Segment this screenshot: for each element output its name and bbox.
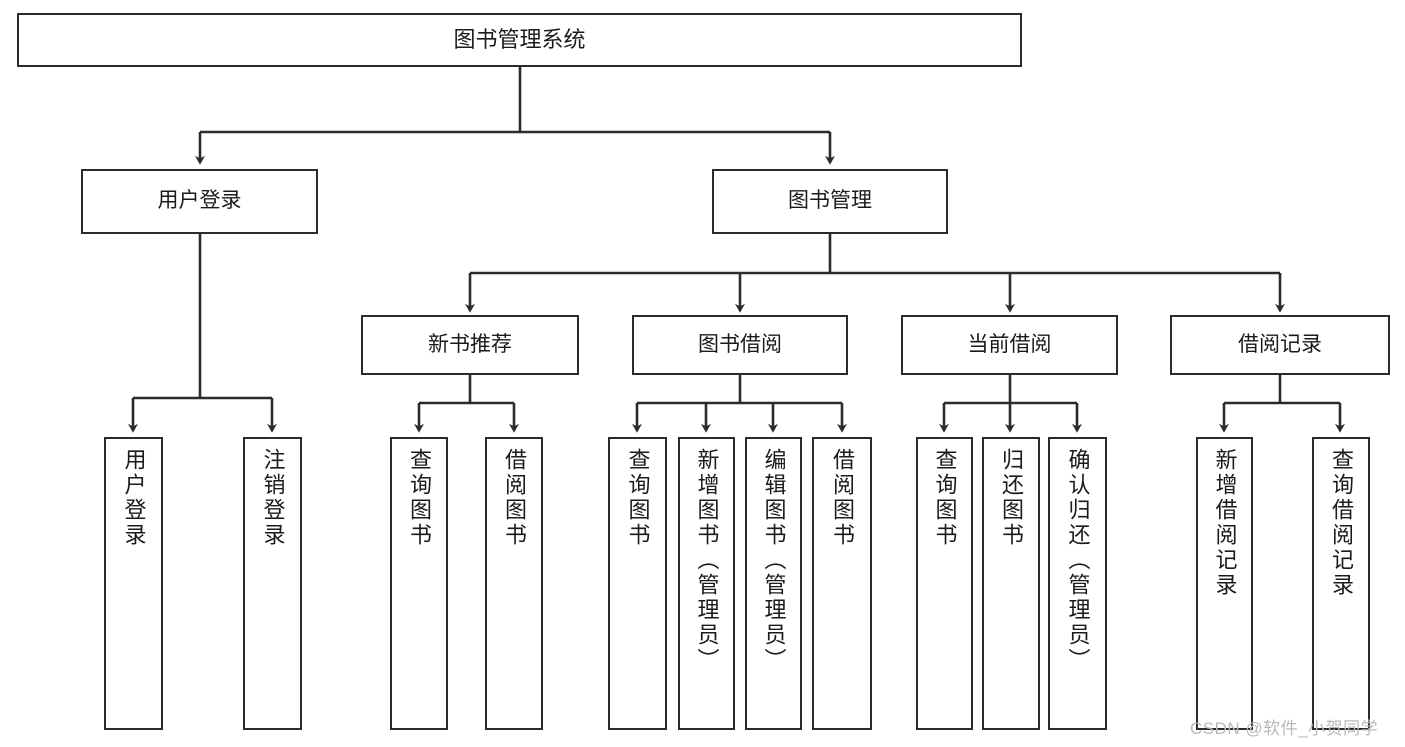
- node-label: 图书管理系统: [453, 27, 586, 53]
- node-label: 用户登录: [157, 189, 242, 213]
- node-user-login[interactable]: 用户登录: [81, 169, 318, 234]
- node-label: 借阅图书: [830, 448, 855, 548]
- node-label: 查询图书: [932, 448, 958, 548]
- node-label: 当前借阅: [967, 332, 1052, 356]
- node-leaf-return-books[interactable]: 归还图书: [982, 437, 1040, 730]
- node-leaf-user-login[interactable]: 用户登录: [104, 437, 163, 730]
- node-current-borrowing[interactable]: 当前借阅: [901, 315, 1118, 375]
- node-leaf-logout[interactable]: 注销登录: [243, 437, 302, 730]
- node-label: 借阅记录: [1238, 332, 1322, 356]
- node-label: 新增图书（管理员）: [694, 448, 720, 673]
- node-leaf-add-borrow-record[interactable]: 新增借阅记录: [1196, 437, 1253, 730]
- node-label: 编辑图书（管理员）: [761, 448, 787, 673]
- node-label: 确认归还（管理员）: [1065, 448, 1091, 673]
- node-label: 图书管理: [788, 189, 872, 213]
- node-label: 借阅图书: [502, 448, 527, 548]
- node-label: 查询图书: [407, 448, 432, 548]
- node-leaf-add-book-admin[interactable]: 新增图书（管理员）: [678, 437, 735, 730]
- node-leaf-query-books-recommend[interactable]: 查询图书: [390, 437, 448, 730]
- node-leaf-borrow-books[interactable]: 借阅图书: [812, 437, 872, 730]
- node-root-library-system[interactable]: 图书管理系统: [17, 13, 1022, 67]
- node-leaf-query-books-borrow[interactable]: 查询图书: [608, 437, 667, 730]
- node-label: 用户登录: [121, 448, 147, 548]
- node-leaf-confirm-return-admin[interactable]: 确认归还（管理员）: [1048, 437, 1107, 730]
- node-label: 新增借阅记录: [1212, 448, 1238, 598]
- node-label: 查询图书: [625, 448, 651, 548]
- node-leaf-borrow-books-recommend[interactable]: 借阅图书: [485, 437, 543, 730]
- node-leaf-query-books-current[interactable]: 查询图书: [916, 437, 973, 730]
- node-new-book-recommendation[interactable]: 新书推荐: [361, 315, 579, 375]
- node-leaf-edit-book-admin[interactable]: 编辑图书（管理员）: [745, 437, 802, 730]
- node-borrowing-records[interactable]: 借阅记录: [1170, 315, 1390, 375]
- node-label: 新书推荐: [428, 332, 512, 356]
- node-label: 查询借阅记录: [1329, 448, 1354, 598]
- csdn-watermark: CSDN @软件_小贺同学: [1190, 719, 1379, 738]
- node-book-borrowing[interactable]: 图书借阅: [632, 315, 848, 375]
- node-leaf-query-borrow-record[interactable]: 查询借阅记录: [1312, 437, 1370, 730]
- node-book-management[interactable]: 图书管理: [712, 169, 948, 234]
- node-label: 注销登录: [260, 448, 286, 548]
- node-label: 归还图书: [999, 448, 1024, 548]
- node-label: 图书借阅: [698, 332, 782, 356]
